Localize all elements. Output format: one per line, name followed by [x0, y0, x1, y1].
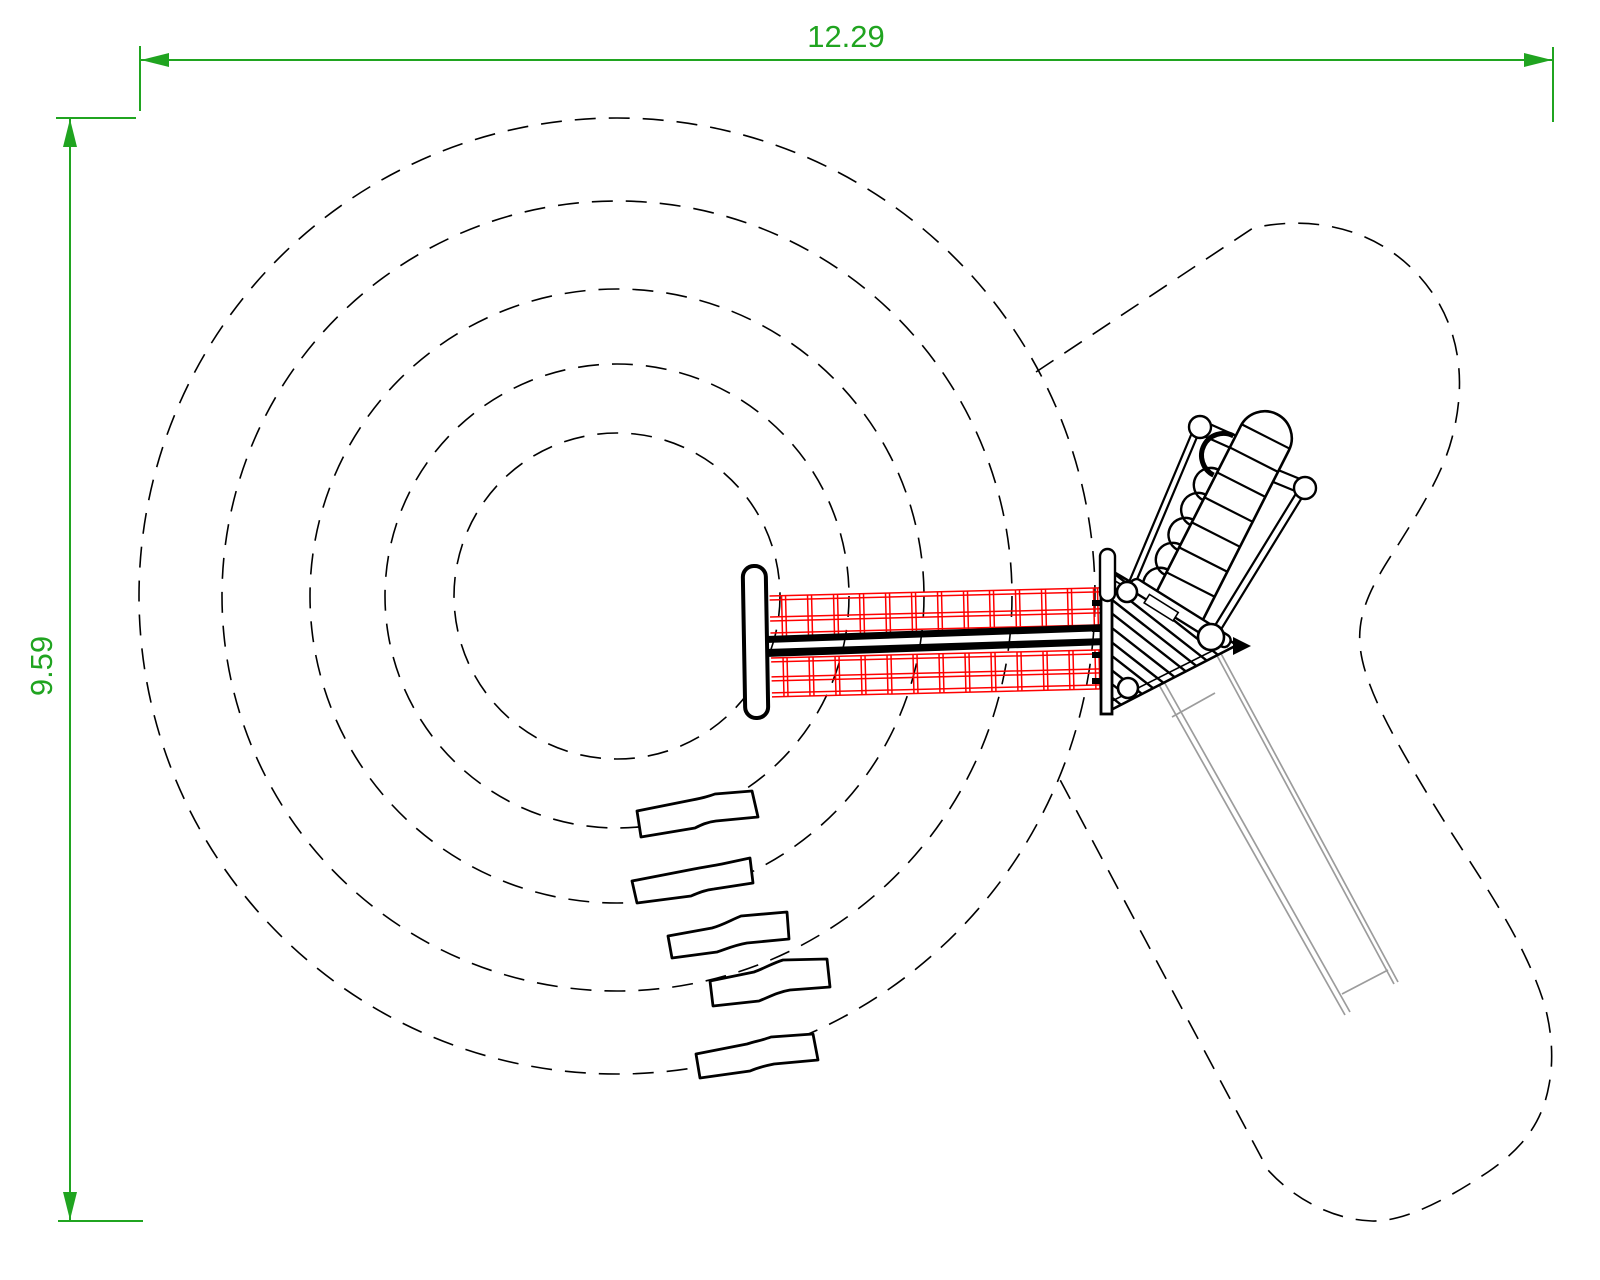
- slide-rail-left: [1157, 679, 1351, 1016]
- stepping-plank: [694, 1032, 820, 1080]
- bridge-beam-bottom: [766, 638, 1107, 657]
- net-lower-ropes-horizontal: [771, 649, 1102, 698]
- rung-pole-rungs: [1153, 423, 1291, 623]
- net-lower-ropes-vertical: [782, 649, 1101, 697]
- dimension-width: 12.29: [139, 19, 1554, 122]
- net-bridge: [740, 563, 1107, 720]
- bridge-beam-top: [766, 624, 1107, 643]
- stepping-planks: [630, 789, 832, 1080]
- platform-post-top: [1115, 580, 1139, 604]
- stepping-plank: [630, 856, 755, 905]
- ladder-rail-right: [1210, 486, 1307, 637]
- height-extension-lines: [56, 117, 143, 1222]
- platform-vertex-tip: [1233, 637, 1251, 655]
- dimension-height: 9.59: [24, 117, 143, 1222]
- stepping-plank: [708, 957, 832, 1008]
- stepping-plank: [635, 789, 760, 839]
- safety-circle-2: [221, 200, 1013, 992]
- net-upper-ropes-vertical: [780, 587, 1100, 637]
- width-arrow-right: [1524, 53, 1552, 67]
- safety-circle-inner: [453, 432, 781, 760]
- height-arrow-top: [63, 119, 77, 147]
- rung-pole-scallops: [1129, 466, 1220, 626]
- safety-zone-outline-lobe: [1035, 222, 1553, 1222]
- platform-handrail-post: [1098, 547, 1117, 603]
- ladder-handle-knob-left: [1187, 414, 1213, 440]
- rope-nets: [769, 587, 1102, 698]
- platform-post-bottom: [1116, 676, 1140, 700]
- safety-circle-3: [309, 288, 925, 904]
- width-dimension-label: 12.29: [807, 19, 885, 54]
- height-dimension-label: 9.59: [24, 636, 59, 696]
- safety-circle-outer: [138, 117, 1096, 1075]
- platform-post-right: [1196, 622, 1226, 652]
- net-upper-ropes-horizontal: [769, 587, 1101, 638]
- safety-circle-4: [384, 363, 850, 829]
- stepping-plank: [666, 910, 791, 960]
- width-arrow-left: [141, 53, 169, 67]
- height-arrow-bottom: [63, 1192, 77, 1220]
- width-extension-lines: [139, 46, 1554, 122]
- slide-start-edge: [1171, 692, 1216, 718]
- slide-rail-right: [1213, 647, 1399, 985]
- bridge-end-post: [740, 563, 771, 720]
- rung-pole-handle-hoop: [1199, 431, 1235, 478]
- ladder-handle-knob-right: [1292, 475, 1318, 501]
- slide-end-edge: [1341, 969, 1389, 995]
- slide: [1157, 647, 1399, 1016]
